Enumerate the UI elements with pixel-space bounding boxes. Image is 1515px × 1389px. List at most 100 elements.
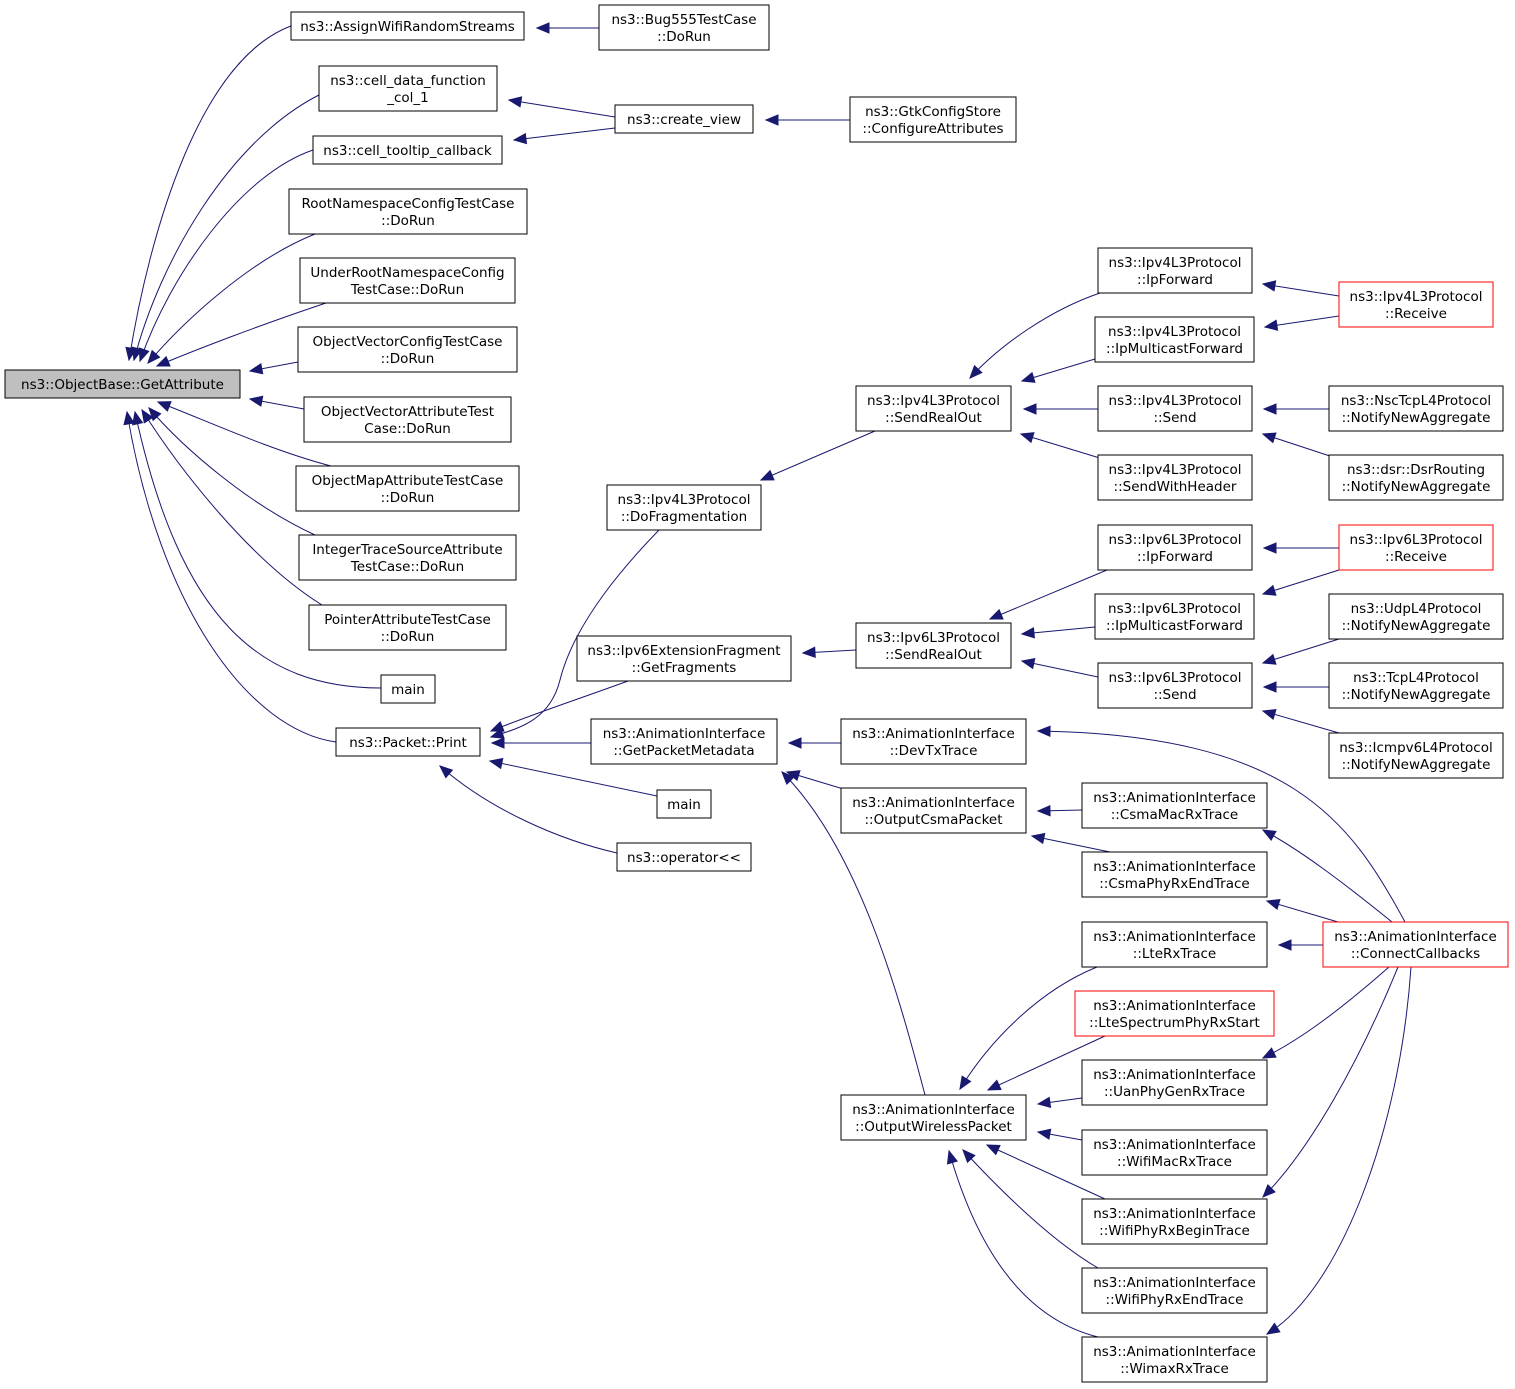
node-outcsma[interactable]: ns3::AnimationInterface::OutputCsmaPacke… xyxy=(840,787,1027,834)
node-box xyxy=(290,11,525,41)
node-csmamac[interactable]: ns3::AnimationInterface::CsmaMacRxTrace xyxy=(1081,782,1268,829)
edge-line xyxy=(128,25,292,361)
node-bug555[interactable]: ns3::Bug555TestCase::DoRun xyxy=(598,4,770,51)
edge-line xyxy=(1262,433,1340,460)
node-label-line: ns3::AnimationInterface xyxy=(1334,929,1497,945)
node-label-line: ::ConfigureAttributes xyxy=(862,121,1003,137)
node-celltip[interactable]: ns3::cell_tooltip_callback xyxy=(312,135,503,165)
edge-line xyxy=(489,760,658,797)
node-pktprint[interactable]: ns3::Packet::Print xyxy=(335,727,481,757)
node-box xyxy=(840,1094,1027,1141)
node-label-line: ::WifiPhyRxBeginTrace xyxy=(1099,1223,1250,1239)
node-gtk[interactable]: ns3::GtkConfigStore::ConfigureAttributes xyxy=(849,96,1017,143)
node-label-line: ::DoRun xyxy=(381,490,435,506)
node-label-line: RootNamespaceConfigTestCase xyxy=(302,196,515,212)
node-label-line: ns3::Ipv6ExtensionFragment xyxy=(587,643,780,659)
edge-line xyxy=(1021,660,1099,678)
node-uanphy[interactable]: ns3::AnimationInterface::UanPhyGenRxTrac… xyxy=(1081,1059,1268,1106)
node-wifibegin[interactable]: ns3::AnimationInterface::WifiPhyRxBeginT… xyxy=(1081,1198,1268,1245)
node-tcp[interactable]: ns3::TcpL4Protocol::NotifyNewAggregate xyxy=(1328,662,1504,709)
node-pointer[interactable]: PointerAttributeTestCase::DoRun xyxy=(308,604,507,651)
node-createview[interactable]: ns3::create_view xyxy=(614,104,754,134)
node-label-line: ns3::AnimationInterface xyxy=(852,1102,1015,1118)
node-udp[interactable]: ns3::UdpL4Protocol::NotifyNewAggregate xyxy=(1328,593,1504,640)
node-label-line: ::IpMulticastForward xyxy=(1106,341,1243,357)
node-outwireless[interactable]: ns3::AnimationInterface::OutputWirelessP… xyxy=(840,1094,1027,1141)
node-label-line: IntegerTraceSourceAttribute xyxy=(312,542,502,558)
node-ipv6send[interactable]: ns3::Ipv6L3Protocol::Send xyxy=(1097,662,1253,709)
node-icmpv6[interactable]: ns3::Icmpv6L4Protocol::NotifyNewAggregat… xyxy=(1328,732,1504,779)
node-main1[interactable]: main xyxy=(380,674,436,704)
node-nsctcp[interactable]: ns3::NscTcpL4Protocol::NotifyNewAggregat… xyxy=(1328,385,1504,432)
node-ipv4recv[interactable]: ns3::Ipv4L3Protocol::Receive xyxy=(1338,281,1494,328)
node-objmap[interactable]: ObjectMapAttributeTestCase::DoRun xyxy=(295,465,520,512)
node-label-line: ::NotifyNewAggregate xyxy=(1342,618,1491,634)
edge-line xyxy=(490,529,660,738)
edge-connect-to-uanphy xyxy=(1261,966,1390,1059)
node-dsr[interactable]: ns3::dsr::DsrRouting::NotifyNewAggregate xyxy=(1328,454,1504,501)
arrowhead-icon xyxy=(1263,319,1279,331)
node-ipv6mcast[interactable]: ns3::Ipv6L3Protocol::IpMulticastForward xyxy=(1094,593,1255,640)
node-objvecconf[interactable]: ObjectVectorConfigTestCase::DoRun xyxy=(297,326,518,373)
arrowhead-icon xyxy=(781,771,795,785)
node-label-line: ns3::cell_data_function xyxy=(330,73,486,89)
node-ipv6recv[interactable]: ns3::Ipv6L3Protocol::Receive xyxy=(1338,524,1494,571)
node-ipv4sendreal[interactable]: ns3::Ipv4L3Protocol::SendRealOut xyxy=(855,385,1012,432)
node-label-line: ns3::AnimationInterface xyxy=(852,726,1015,742)
edge-rootns-to-root xyxy=(147,233,316,364)
edge-objmap-to-root xyxy=(156,401,332,467)
node-box xyxy=(590,718,778,765)
node-ipv4sendhdr[interactable]: ns3::Ipv4L3Protocol::SendWithHeader xyxy=(1097,454,1253,501)
node-root[interactable]: ns3::ObjectBase::GetAttribute xyxy=(4,369,241,399)
node-ltespec[interactable]: ns3::AnimationInterface::LteSpectrumPhyR… xyxy=(1074,990,1275,1037)
node-ipv4mcast[interactable]: ns3::Ipv4L3Protocol::IpMulticastForward xyxy=(1094,316,1255,363)
node-label-line: ns3::Ipv6L3Protocol xyxy=(1350,532,1483,548)
node-label-line: ::CsmaMacRxTrace xyxy=(1111,807,1239,823)
arrowhead-icon xyxy=(1262,542,1277,554)
node-inttrace[interactable]: IntegerTraceSourceAttributeTestCase::DoR… xyxy=(298,534,517,581)
arrowhead-icon xyxy=(1261,829,1277,842)
arrowhead-icon xyxy=(1036,725,1051,737)
edge-line xyxy=(133,94,320,361)
node-label-line: ::DoFragmentation xyxy=(621,509,747,525)
edge-createview-to-celltip xyxy=(512,127,616,145)
edge-line xyxy=(1262,638,1340,664)
node-ipv4send[interactable]: ns3::Ipv4L3Protocol::Send xyxy=(1097,385,1253,432)
node-lterx[interactable]: ns3::AnimationInterface::LteRxTrace xyxy=(1081,921,1268,968)
node-assign[interactable]: ns3::AssignWifiRandomStreams xyxy=(290,11,525,41)
node-csmaphy[interactable]: ns3::AnimationInterface::CsmaPhyRxEndTra… xyxy=(1081,851,1268,898)
arrowhead-icon xyxy=(1022,403,1037,415)
node-label-line: ns3::GtkConfigStore xyxy=(865,104,1001,120)
node-operator[interactable]: ns3::operator<< xyxy=(616,842,752,872)
node-celldata[interactable]: ns3::cell_data_function_col_1 xyxy=(318,65,498,112)
node-wifiend[interactable]: ns3::AnimationInterface::WifiPhyRxEndTra… xyxy=(1081,1267,1268,1314)
node-connect[interactable]: ns3::AnimationInterface::ConnectCallback… xyxy=(1322,921,1509,968)
node-label-line: ::WifiPhyRxEndTrace xyxy=(1106,1292,1244,1308)
node-label-line: ns3::AnimationInterface xyxy=(1093,998,1256,1014)
node-devtx[interactable]: ns3::AnimationInterface::DevTxTrace xyxy=(840,718,1027,765)
node-ipv6sendreal[interactable]: ns3::Ipv6L3Protocol::SendRealOut xyxy=(855,622,1012,669)
node-ipv6extfrag[interactable]: ns3::Ipv6ExtensionFragment::GetFragments xyxy=(576,635,792,682)
node-ipv4frag[interactable]: ns3::Ipv4L3Protocol::DoFragmentation xyxy=(606,484,762,531)
node-label-line: ::NotifyNewAggregate xyxy=(1342,687,1491,703)
node-box xyxy=(855,622,1012,669)
node-label-line: ::SendRealOut xyxy=(885,410,982,426)
node-ipv4ipfwd[interactable]: ns3::Ipv4L3Protocol::IpForward xyxy=(1097,247,1253,294)
node-label-line: ::SendRealOut xyxy=(885,647,982,663)
edge-line xyxy=(139,149,314,362)
node-getpktmeta[interactable]: ns3::AnimationInterface::GetPacketMetada… xyxy=(590,718,778,765)
arrowhead-icon xyxy=(489,720,505,732)
arrowhead-icon xyxy=(490,737,505,749)
node-ipv6ipfwd[interactable]: ns3::Ipv6L3Protocol::IpForward xyxy=(1097,524,1253,571)
edge-line xyxy=(962,1149,1099,1269)
node-main2[interactable]: main xyxy=(656,789,712,819)
node-box xyxy=(616,842,752,872)
node-wimax[interactable]: ns3::AnimationInterface::WimaxRxTrace xyxy=(1081,1336,1268,1383)
arrowhead-icon xyxy=(155,355,171,367)
node-rootns[interactable]: RootNamespaceConfigTestCase::DoRun xyxy=(288,188,528,235)
node-wifimac[interactable]: ns3::AnimationInterface::WifiMacRxTrace xyxy=(1081,1129,1268,1176)
edge-line xyxy=(1266,966,1412,1335)
